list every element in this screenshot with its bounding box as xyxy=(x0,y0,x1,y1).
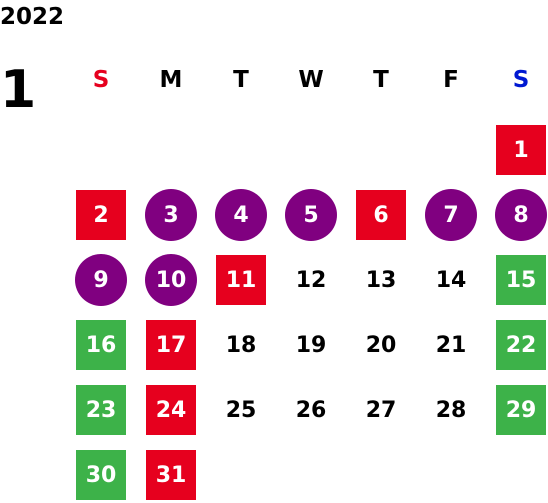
day-cell[interactable]: 7 xyxy=(425,189,477,241)
day-cell[interactable]: 22 xyxy=(496,320,546,370)
day-cell[interactable]: 11 xyxy=(216,255,266,305)
day-cell[interactable]: 8 xyxy=(495,189,547,241)
day-cell[interactable]: 27 xyxy=(365,397,397,423)
day-cell[interactable]: 23 xyxy=(76,385,126,435)
day-cell[interactable]: 28 xyxy=(435,397,467,423)
day-cell[interactable]: 9 xyxy=(75,254,127,306)
month-label: 1 xyxy=(0,60,37,120)
day-cell[interactable]: 10 xyxy=(145,254,197,306)
day-cell[interactable]: 20 xyxy=(365,332,397,358)
day-cell[interactable]: 18 xyxy=(225,332,257,358)
weekday-label: T xyxy=(373,67,389,93)
day-cell[interactable]: 4 xyxy=(215,189,267,241)
day-cell[interactable]: 21 xyxy=(435,332,467,358)
day-cell[interactable]: 31 xyxy=(146,450,196,500)
day-cell[interactable]: 3 xyxy=(145,189,197,241)
day-cell[interactable]: 19 xyxy=(295,332,327,358)
day-cell[interactable]: 29 xyxy=(496,385,546,435)
weekday-label: F xyxy=(443,67,459,93)
weekday-label: S xyxy=(92,67,110,93)
day-cell[interactable]: 15 xyxy=(496,255,546,305)
day-cell[interactable]: 14 xyxy=(435,267,467,293)
day-cell[interactable]: 26 xyxy=(295,397,327,423)
day-cell[interactable]: 16 xyxy=(76,320,126,370)
day-cell[interactable]: 2 xyxy=(76,190,126,240)
day-cell[interactable]: 12 xyxy=(295,267,327,293)
day-cell[interactable]: 30 xyxy=(76,450,126,500)
weekday-label: T xyxy=(233,67,249,93)
year-label: 2022 xyxy=(0,4,65,30)
day-cell[interactable]: 5 xyxy=(285,189,337,241)
weekday-label: S xyxy=(512,67,530,93)
day-cell[interactable]: 24 xyxy=(146,385,196,435)
weekday-label: W xyxy=(298,67,324,93)
day-cell[interactable]: 6 xyxy=(356,190,406,240)
weekday-label: M xyxy=(159,67,183,93)
day-cell[interactable]: 25 xyxy=(225,397,257,423)
day-cell[interactable]: 13 xyxy=(365,267,397,293)
day-cell[interactable]: 1 xyxy=(496,125,546,175)
day-cell[interactable]: 17 xyxy=(146,320,196,370)
